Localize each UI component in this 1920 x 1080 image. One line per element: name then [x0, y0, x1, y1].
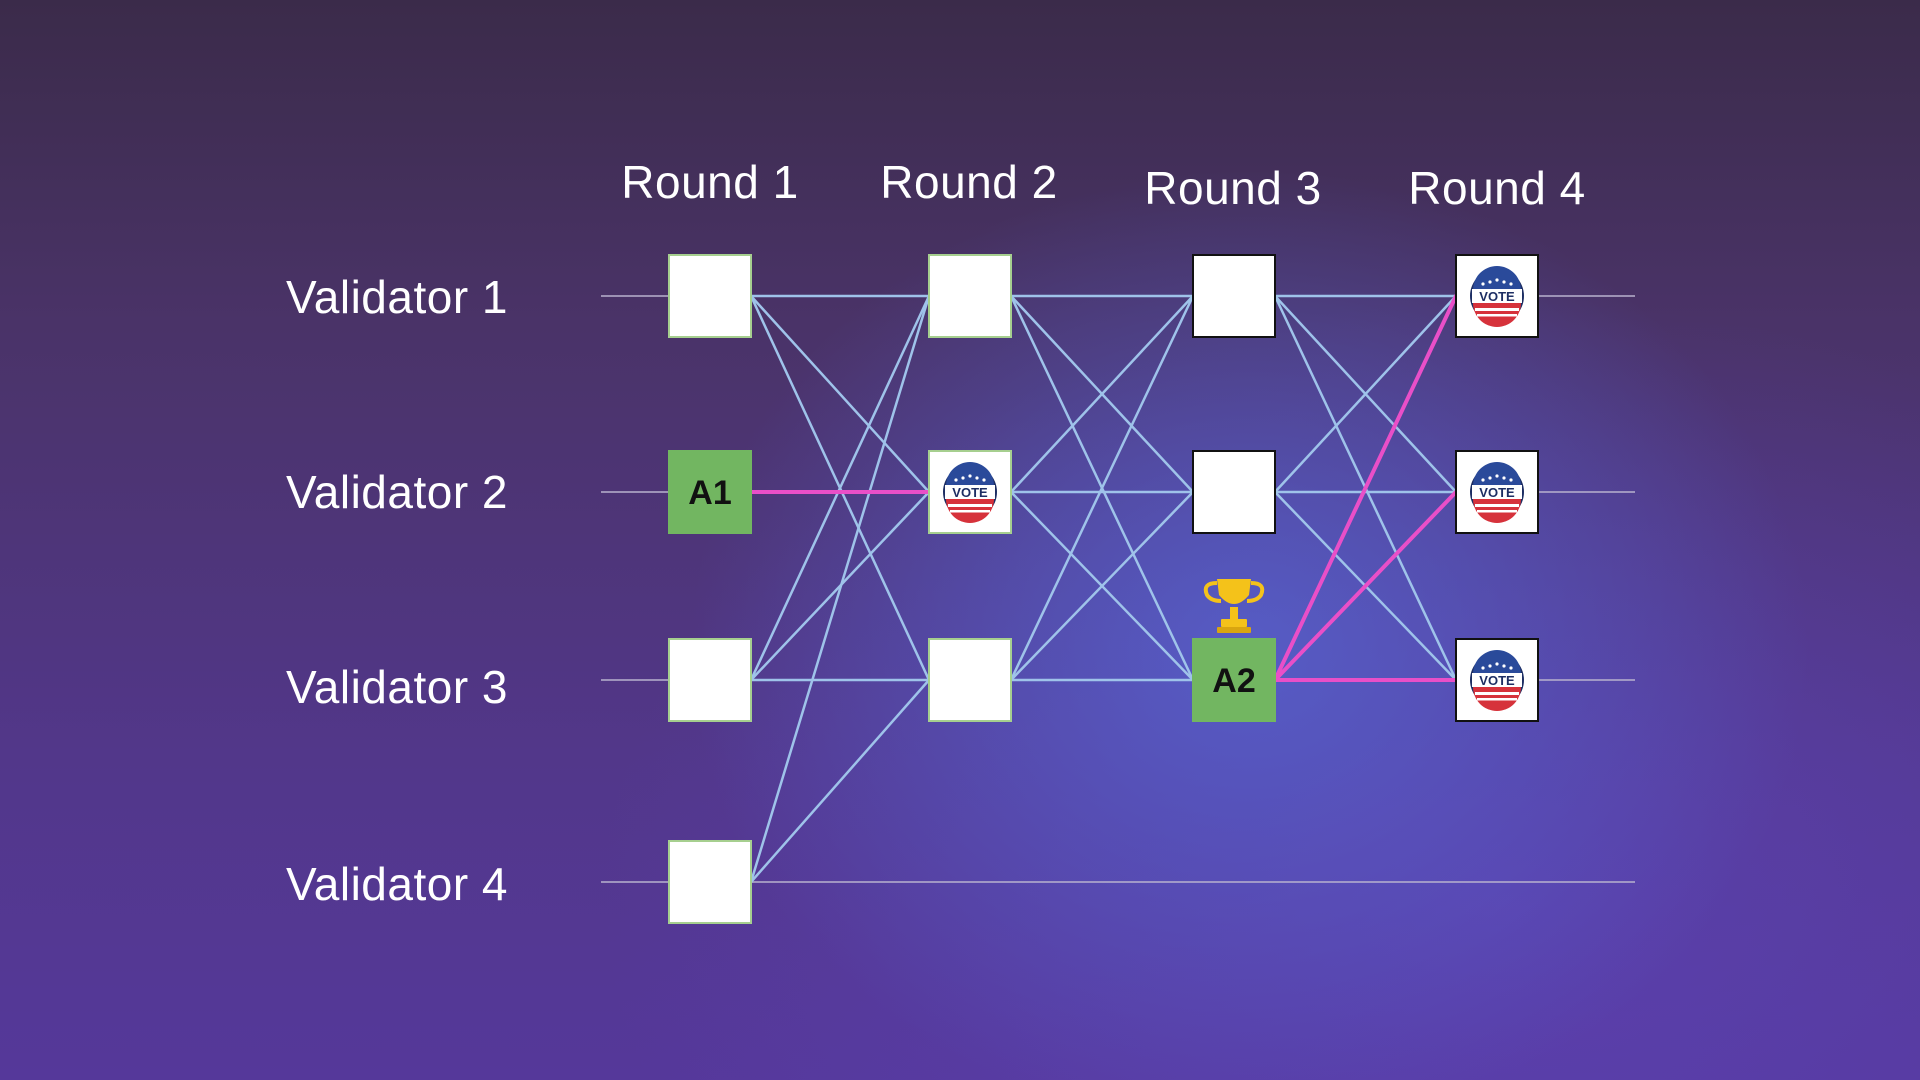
highlighted-edge-r3v3-r4v2: [1273, 490, 1458, 682]
vote-badge-text: VOTE: [952, 485, 988, 500]
vertex-r3v3: A2: [1192, 579, 1276, 722]
vertex-box-r2v1: [928, 254, 1012, 338]
vote-badge-icon-r4v1: VOTE: [1470, 266, 1524, 327]
edge-r2v3-r3v2: [1009, 490, 1195, 682]
vertex-r1v3: [668, 638, 752, 722]
vertex-box-r2v3: [928, 638, 1012, 722]
vertex-r4v3: VOTE: [1455, 638, 1539, 722]
vertex-r1v2: A1: [668, 450, 752, 534]
vertex-box-r1v4: [668, 840, 752, 924]
edge-r1v4-r2v3: [749, 678, 931, 884]
vote-badge-text: VOTE: [1479, 485, 1515, 500]
vertex-r3v1: [1192, 254, 1276, 338]
vertex-r1v4: [668, 840, 752, 924]
vote-badge-icon-r4v3: VOTE: [1470, 650, 1524, 711]
vertex-r2v2: VOTE: [928, 450, 1012, 534]
round-3-label: Round 3: [1144, 162, 1322, 214]
vertex-box-r3v2: [1192, 450, 1276, 534]
edge-r3v2-r4v1: [1273, 294, 1458, 494]
highlighted-edges: [749, 294, 1458, 682]
vertex-r1v1: [668, 254, 752, 338]
vertex-r4v2: VOTE: [1455, 450, 1539, 534]
edge-r1v3-r2v1: [749, 294, 931, 682]
vertex-r2v1: [928, 254, 1012, 338]
validator-2-label: Validator 2: [286, 466, 509, 518]
edge-r2v2-r3v1: [1009, 294, 1195, 494]
vote-badge-text: VOTE: [1479, 673, 1515, 688]
round-4-label: Round 4: [1408, 162, 1586, 214]
trophy-icon: [1203, 579, 1265, 633]
vertex-r3v2: [1192, 450, 1276, 534]
validator-4-label: Validator 4: [286, 858, 509, 910]
vertex-box-r1v3: [668, 638, 752, 722]
round-1-label: Round 1: [621, 156, 799, 208]
validator-3-label: Validator 3: [286, 661, 509, 713]
round-2-label: Round 2: [880, 156, 1058, 208]
edge-r2v3-r3v1: [1009, 294, 1195, 682]
dag-edges: [749, 294, 1458, 884]
edge-r1v1-r2v2: [749, 294, 931, 494]
highlighted-edge-r3v3-r4v1: [1273, 294, 1458, 682]
vote-badge-icon-r4v2: VOTE: [1470, 462, 1524, 523]
vote-badge-icon-r2v2: VOTE: [943, 462, 997, 523]
anchor-label-r3v3: A2: [1212, 662, 1255, 700]
vote-badge-text: VOTE: [1479, 289, 1515, 304]
anchor-label-r1v2: A1: [688, 474, 731, 512]
vertex-r2v3: [928, 638, 1012, 722]
vertex-box-r1v2: [668, 450, 752, 534]
vertex-r4v1: VOTE: [1455, 254, 1539, 338]
validator-1-label: Validator 1: [286, 271, 509, 323]
validator-lanes: [601, 295, 1635, 883]
vertex-box-r3v1: [1192, 254, 1276, 338]
edge-r1v4-r2v1: [749, 294, 931, 884]
vertex-box-r1v1: [668, 254, 752, 338]
vertex-box-r3v3: [1192, 638, 1276, 722]
